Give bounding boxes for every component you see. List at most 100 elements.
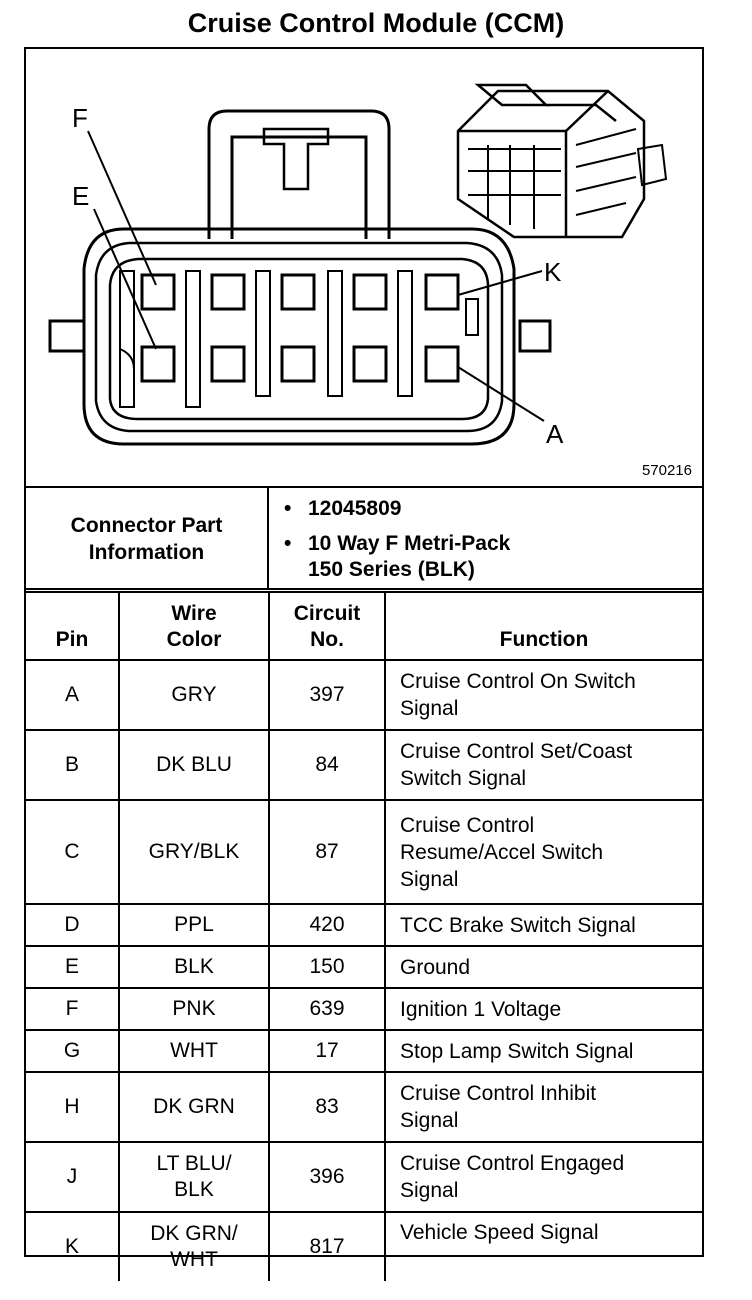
column-divider — [384, 592, 386, 1281]
function-line: Signal — [400, 1179, 459, 1202]
connector-sheet: F E K A 570216 Connector Part Informatio… — [24, 47, 704, 1281]
pin-cell-text: F — [65, 997, 79, 1020]
pin-cell-text: C — [64, 840, 80, 863]
pin-label-k: K — [544, 257, 562, 287]
circuit-cell: 396 — [270, 1143, 384, 1211]
function-line: Signal — [400, 1109, 459, 1132]
header-circuit-no: Circuit No. — [270, 592, 384, 659]
wire-color-cell-text: DK GRN/ — [150, 1222, 238, 1245]
circuit-cell: 17 — [270, 1031, 384, 1071]
wire-color-cell: DK GRN — [120, 1073, 268, 1141]
wire-color-cell: PNK — [120, 989, 268, 1029]
header-wire-line2: Color — [166, 628, 222, 651]
function-line: Cruise Control Set/Coast — [400, 740, 633, 763]
bullet: • — [284, 497, 292, 520]
connector-series: 150 Series (BLK) — [308, 558, 475, 581]
function-cell: Vehicle Speed Signal — [400, 1219, 696, 1246]
row-divider — [26, 1071, 702, 1073]
bullet: • — [284, 532, 292, 555]
pin-cell: E — [26, 947, 118, 987]
connector-info-list: • 12045809 • 10 Way F Metri-Pack 150 Ser… — [284, 490, 694, 588]
function-line: TCC Brake Switch Signal — [400, 913, 636, 937]
circuit-cell: 87 — [270, 801, 384, 903]
function-line: Ignition 1 Voltage — [400, 997, 562, 1021]
circuit-cell-text: 420 — [309, 913, 345, 936]
pin-cell: J — [26, 1143, 118, 1211]
circuit-cell-text: 397 — [309, 683, 345, 706]
divider — [267, 488, 269, 590]
row-divider — [26, 799, 702, 801]
header-wire-line1: Wire — [171, 602, 217, 625]
function-cell: Stop Lamp Switch Signal — [400, 1038, 696, 1065]
pin-cell-text: D — [64, 913, 80, 936]
connector-info-item: • 10 Way F Metri-Pack 150 Series (BLK) — [284, 531, 510, 583]
wire-color-cell-text: LT BLU/ — [156, 1152, 232, 1175]
connector-face-drawing: F E K A — [48, 83, 668, 449]
function-line: Cruise Control — [400, 813, 535, 837]
header-function-text: Function — [499, 628, 589, 651]
divider — [26, 486, 702, 488]
row-divider — [26, 987, 702, 989]
connector-info-label-line2: Information — [88, 541, 205, 564]
function-line: Stop Lamp Switch Signal — [400, 1039, 634, 1063]
wire-color-cell: GRY/BLK — [120, 801, 268, 903]
wire-color-cell: WHT — [120, 1031, 268, 1071]
wire-color-cell-text: WHT — [170, 1248, 218, 1271]
header-circuit-line1: Circuit — [293, 602, 361, 625]
wire-color-cell-text: BLK — [174, 1178, 214, 1201]
function-line: Ground — [400, 955, 471, 979]
page-title: Cruise Control Module (CCM) — [187, 8, 565, 38]
figure-number: 570216 — [641, 462, 692, 479]
wire-color-cell-text: GRY/BLK — [148, 840, 240, 863]
pin-cell: K — [26, 1213, 118, 1281]
pin-cell-text: K — [64, 1235, 79, 1258]
wire-color-cell: GRY — [120, 661, 268, 729]
part-number: 12045809 — [308, 497, 402, 520]
wire-color-cell: PPL — [120, 905, 268, 945]
circuit-cell-text: 817 — [309, 1235, 345, 1258]
pin-cell: C — [26, 801, 118, 903]
circuit-cell: 397 — [270, 661, 384, 729]
wire-color-cell: LT BLU/BLK — [120, 1143, 268, 1211]
function-line: Switch Signal — [400, 767, 527, 790]
wire-color-cell: DK GRN/WHT — [120, 1213, 268, 1281]
circuit-cell: 639 — [270, 989, 384, 1029]
row-divider — [26, 1141, 702, 1143]
pin-cell-text: G — [63, 1039, 81, 1062]
pin-cell: H — [26, 1073, 118, 1141]
function-line: Cruise Control Engaged — [400, 1152, 625, 1175]
connector-info-item: • 12045809 — [284, 496, 401, 522]
wire-color-cell-text: PNK — [172, 997, 216, 1020]
connector-info-label: Connector Part Information — [26, 490, 267, 588]
circuit-cell: 150 — [270, 947, 384, 987]
header-function: Function — [386, 592, 702, 659]
function-line: Vehicle Speed Signal — [400, 1221, 599, 1244]
pin-cell-text: A — [64, 683, 79, 706]
pin-label-a: A — [546, 419, 564, 449]
circuit-cell-text: 150 — [309, 955, 345, 978]
wire-color-cell-text: PPL — [174, 913, 214, 936]
pin-cell-text: B — [64, 753, 79, 776]
pin-cell-text: H — [64, 1095, 80, 1118]
pin-cell-text: J — [66, 1165, 78, 1188]
function-cell: Ground — [400, 954, 696, 981]
function-line: Signal — [400, 867, 459, 891]
wire-color-cell-text: DK BLU — [156, 753, 232, 776]
circuit-cell-text: 396 — [309, 1165, 345, 1188]
header-pin: Pin — [26, 592, 118, 659]
wire-color-cell-text: GRY — [171, 683, 217, 706]
connector-info-label-line1: Connector Part — [70, 514, 223, 537]
function-line: Cruise Control On Switch — [400, 670, 636, 693]
divider — [26, 591, 702, 593]
circuit-cell-text: 87 — [315, 840, 339, 863]
header-wire-color: Wire Color — [120, 592, 268, 659]
pin-cell: A — [26, 661, 118, 729]
function-line: Resume/Accel Switch — [400, 840, 604, 864]
row-divider — [26, 1029, 702, 1031]
function-cell: Ignition 1 Voltage — [400, 996, 696, 1023]
connector-diagram: F E K A 570216 — [26, 49, 702, 488]
